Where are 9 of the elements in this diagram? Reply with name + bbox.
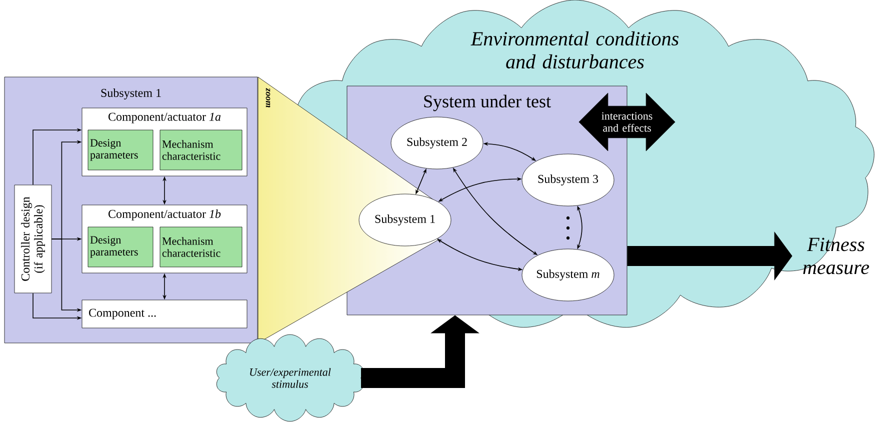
parameter-box: Mechanism characteristic <box>160 226 242 268</box>
stimulus-cloud: User/experimental stimulus <box>216 334 364 422</box>
controller-box: Controller design (if applicable) <box>14 184 52 294</box>
parameter-box: Design parameters <box>88 130 154 170</box>
parameter-box: Design parameters <box>88 226 154 268</box>
parameter-box: Mechanism characteristic <box>160 130 242 170</box>
component-box: Component ... <box>82 300 248 328</box>
fitness-label: Fitness measure <box>803 238 870 274</box>
zoom-label: zoom <box>266 88 270 108</box>
